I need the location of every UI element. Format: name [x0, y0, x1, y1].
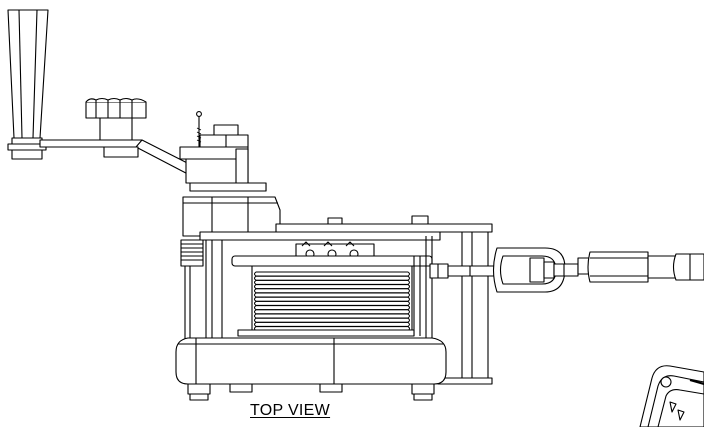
partial-detail-view: [639, 365, 704, 427]
spring-and-posts: [180, 239, 223, 342]
adjust-knob: [85, 97, 147, 141]
base-housing: [175, 337, 447, 401]
upper-block: [182, 196, 281, 237]
crank-arm: [11, 139, 206, 184]
crank-handle: [7, 9, 49, 151]
view-caption: TOP VIEW: [250, 402, 331, 419]
winch-drum: [231, 255, 433, 337]
turnbuckle: [577, 251, 704, 283]
gear-housing: [179, 111, 267, 192]
cable-and-shackle: [429, 247, 579, 293]
